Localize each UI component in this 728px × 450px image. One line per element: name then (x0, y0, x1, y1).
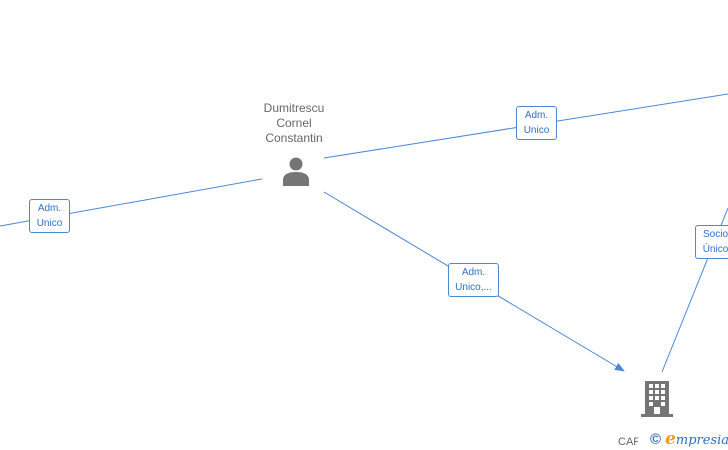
edge-label-line-2: Unico (36, 218, 63, 229)
person-name-line-2: Cornel (276, 116, 312, 130)
building-icon[interactable] (641, 381, 673, 417)
edge-label-socio-unico[interactable]: Socio Único (695, 225, 728, 259)
edge-label-adm-unico-left[interactable]: Adm. Unico (29, 199, 70, 233)
edge-label-line-1: Adm. (461, 267, 486, 278)
edge-label-line-2: Unico (523, 125, 550, 136)
company-node-name[interactable]: CAF (618, 436, 638, 448)
edge-label-line-2: Unico,... (455, 282, 492, 293)
edge-label-adm-unico-top[interactable]: Adm. Unico (516, 106, 557, 140)
person-icon[interactable] (281, 156, 311, 186)
brand-initial: e (665, 429, 676, 449)
copyright-icon: © (650, 431, 662, 448)
brand-logo: empresia (665, 429, 728, 449)
empresia-watermark: © empresia (650, 429, 728, 449)
brand-name: mpresia (675, 433, 728, 448)
person-node-name[interactable]: Dumitrescu Cornel Constantin (246, 101, 342, 146)
edge-label-line-1: Adm. (37, 203, 62, 214)
edge-label-line-1: Adm. (524, 110, 549, 121)
person-name-line-1: Dumitrescu (263, 101, 325, 115)
edge-label-line-2: Único (702, 244, 728, 255)
person-name-line-3: Constantin (265, 131, 323, 145)
edge-label-line-1: Socio (702, 229, 728, 240)
edge-label-adm-unico-company[interactable]: Adm. Unico,... (448, 263, 499, 297)
